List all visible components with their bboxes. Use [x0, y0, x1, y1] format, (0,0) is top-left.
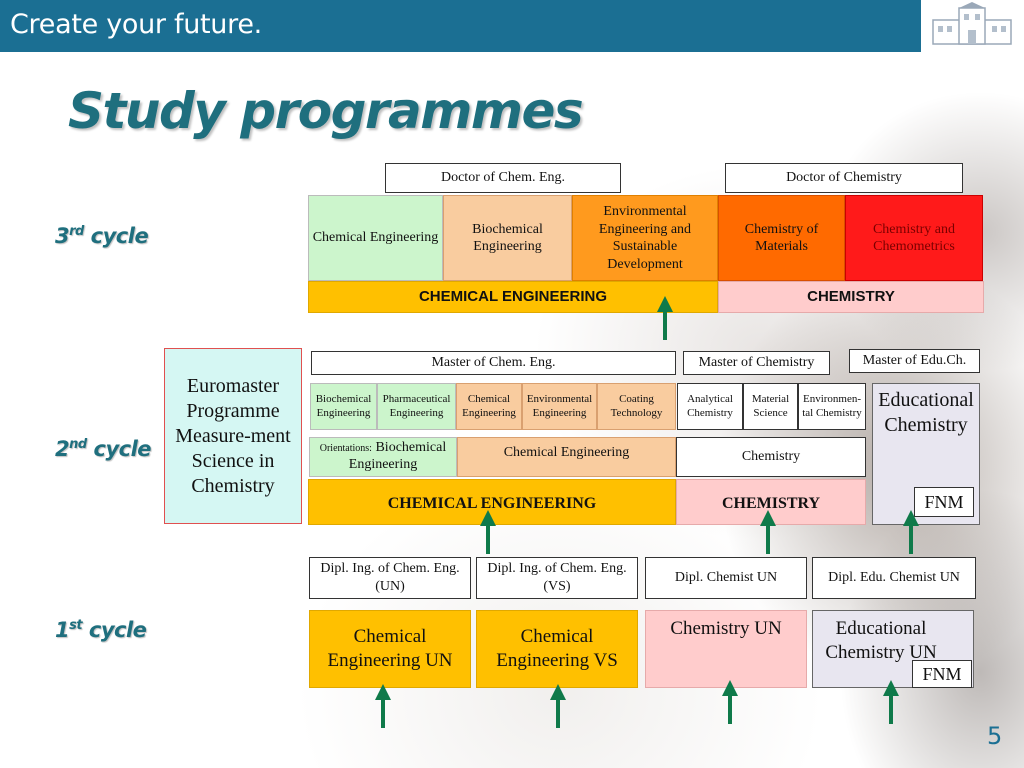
- building-icon: [932, 2, 1012, 45]
- orientation-biochemical-label: Biochemical Engineering: [348, 440, 447, 472]
- doctor-chemistry-degree: Doctor of Chemistry: [725, 163, 963, 193]
- bsc-chemical-engineering-vs: Chemical Engineering VS: [476, 610, 638, 688]
- bsc-chemistry-un: Chemistry UN: [645, 610, 807, 688]
- bsc-degree-chemist-un: Dipl. Chemist UN: [645, 557, 807, 599]
- bsc-degree-edu-chemist-un: Dipl. Edu. Chemist UN: [812, 557, 976, 599]
- orientation-chemical-engineering: Chemical Engineering: [457, 437, 676, 477]
- tagline: Create your future.: [10, 9, 262, 40]
- bsc-degree-chem-eng-un: Dipl. Ing. of Chem. Eng. (UN): [309, 557, 471, 599]
- header-bar: Create your future.: [0, 0, 1024, 52]
- phd-biochemical-engineering: Biochemical Engineering: [443, 195, 572, 281]
- phd-chemical-engineering: Chemical Engineering: [308, 195, 443, 281]
- first-cycle-label: 1st cycle: [55, 618, 147, 642]
- page-title: Study programmes: [68, 82, 584, 140]
- msc-analytical-chemistry: Analytical Chemistry: [677, 383, 743, 430]
- phd-chemistry-of-materials: Chemistry of Materials: [718, 195, 845, 281]
- msc-environmental-chemistry: Environmen-tal Chemistry: [798, 383, 866, 430]
- phd-environmental-engineering: Environmental Engineering and Sustainabl…: [572, 195, 718, 281]
- orientation-biochemical: Orientations: Biochemical Engineering: [309, 437, 457, 477]
- msc-chem-eng-group: CHEMICAL ENGINEERING: [308, 479, 676, 525]
- msc-fnm-label: FNM: [914, 487, 974, 517]
- msc-pharmaceutical-engineering: Pharmaceutical Engineering: [377, 383, 456, 430]
- bsc-chemical-engineering-un: Chemical Engineering UN: [309, 610, 471, 688]
- slide-number: 5: [987, 722, 1003, 750]
- msc-environmental-engineering: Environmental Engineering: [522, 383, 597, 430]
- bsc-fnm-label: FNM: [912, 660, 972, 688]
- bsc-degree-chem-eng-vs: Dipl. Ing. of Chem. Eng. (VS): [476, 557, 638, 599]
- euromaster-programme: Euromaster Programme Measure-ment Scienc…: [164, 348, 302, 524]
- master-edu-degree: Master of Edu.Ch.: [849, 349, 980, 373]
- orientation-chemistry: Chemistry: [676, 437, 866, 477]
- second-cycle-label: 2nd cycle: [55, 437, 152, 461]
- phd-chemistry-group: CHEMISTRY: [718, 281, 984, 313]
- third-cycle-label: 3rd cycle: [55, 224, 149, 248]
- doctor-chem-eng-degree: Doctor of Chem. Eng.: [385, 163, 621, 193]
- university-logo: [920, 0, 1024, 52]
- msc-coating-technology: Coating Technology: [597, 383, 676, 430]
- phd-chemistry-and-chemometrics: Chemistry and Chemometrics: [845, 195, 983, 281]
- msc-biochemical-engineering: Biochemical Engineering: [310, 383, 377, 430]
- orientations-label: Orientations:: [319, 443, 372, 455]
- phd-chem-eng-group: CHEMICAL ENGINEERING: [308, 281, 718, 313]
- msc-chemical-engineering: Chemical Engineering: [456, 383, 522, 430]
- master-chem-eng-degree: Master of Chem. Eng.: [311, 351, 676, 375]
- msc-material-science: Material Science: [743, 383, 798, 430]
- master-chemistry-degree: Master of Chemistry: [683, 351, 830, 375]
